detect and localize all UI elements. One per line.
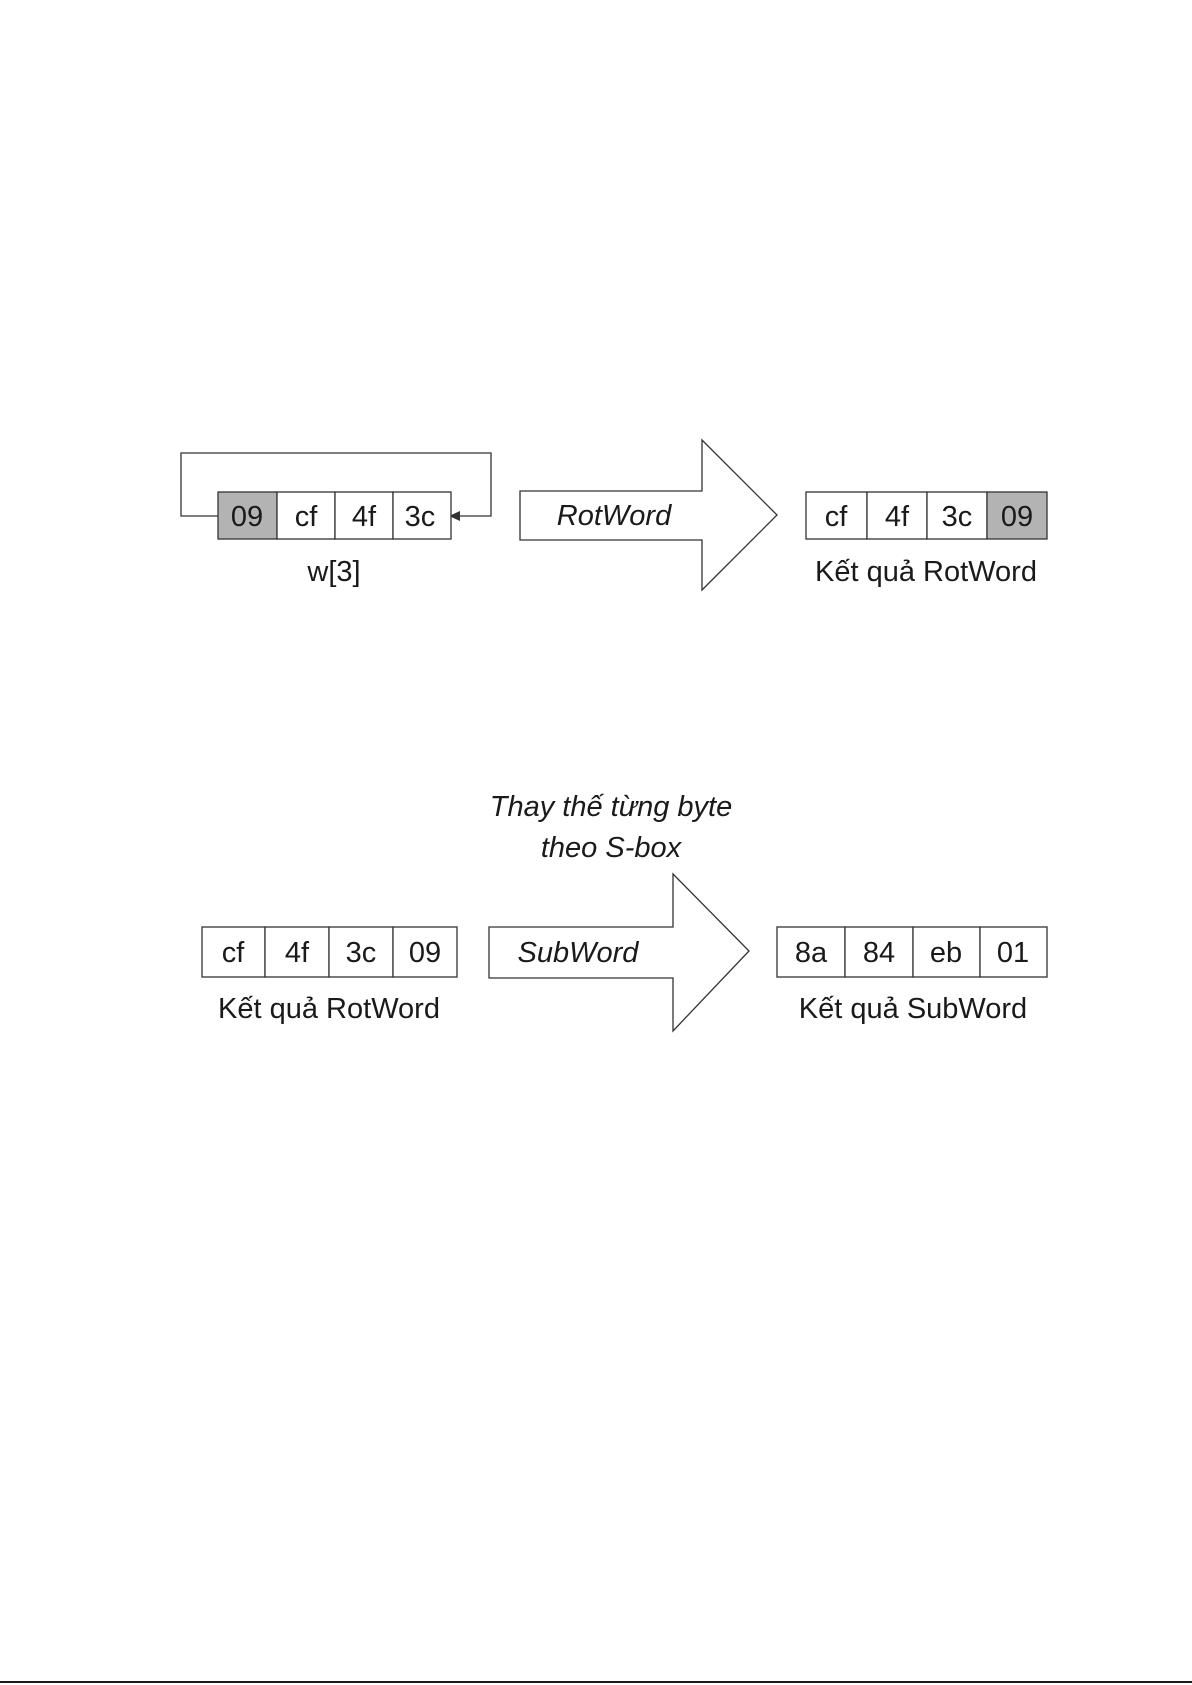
byte-value: 3c [346,937,377,969]
subword-step: Thay thế từng byte theo S-box cf 4f 3c 0… [202,791,1047,1031]
rotword-step: 09 cf 4f 3c w[3] RotWord cf 4f 3c 09 Kết… [181,440,1047,590]
word-caption: Kết quả RotWord [815,556,1037,588]
byte-value: 4f [352,501,377,533]
byte-value: 84 [863,937,895,969]
word-caption: Kết quả SubWord [799,993,1027,1025]
subword-result-word: 8a 84 eb 01 [777,927,1047,977]
byte-value: cf [295,501,319,533]
byte-value: 3c [405,501,436,533]
word-caption: w[3] [306,556,360,588]
byte-value: cf [825,501,849,533]
byte-value: 4f [885,501,910,533]
rotword-result-word: cf 4f 3c 09 [806,492,1047,539]
word-caption: Kết quả RotWord [218,993,440,1025]
sbox-note-line: theo S-box [541,832,683,864]
byte-value: 3c [942,501,973,533]
byte-value: cf [222,937,246,969]
byte-value: 4f [285,937,310,969]
subword-arrow-label: SubWord [518,937,640,969]
rotword-arrow-label: RotWord [557,500,672,532]
byte-value: 09 [409,937,441,969]
word-w3: 09 cf 4f 3c [218,492,451,539]
byte-value: 09 [231,501,263,533]
byte-value: 01 [997,937,1029,969]
byte-value: eb [930,937,962,969]
subword-input-word: cf 4f 3c 09 [202,927,457,977]
byte-value: 09 [1001,501,1033,533]
byte-value: 8a [795,937,828,969]
sbox-note-line: Thay thế từng byte [490,791,732,823]
